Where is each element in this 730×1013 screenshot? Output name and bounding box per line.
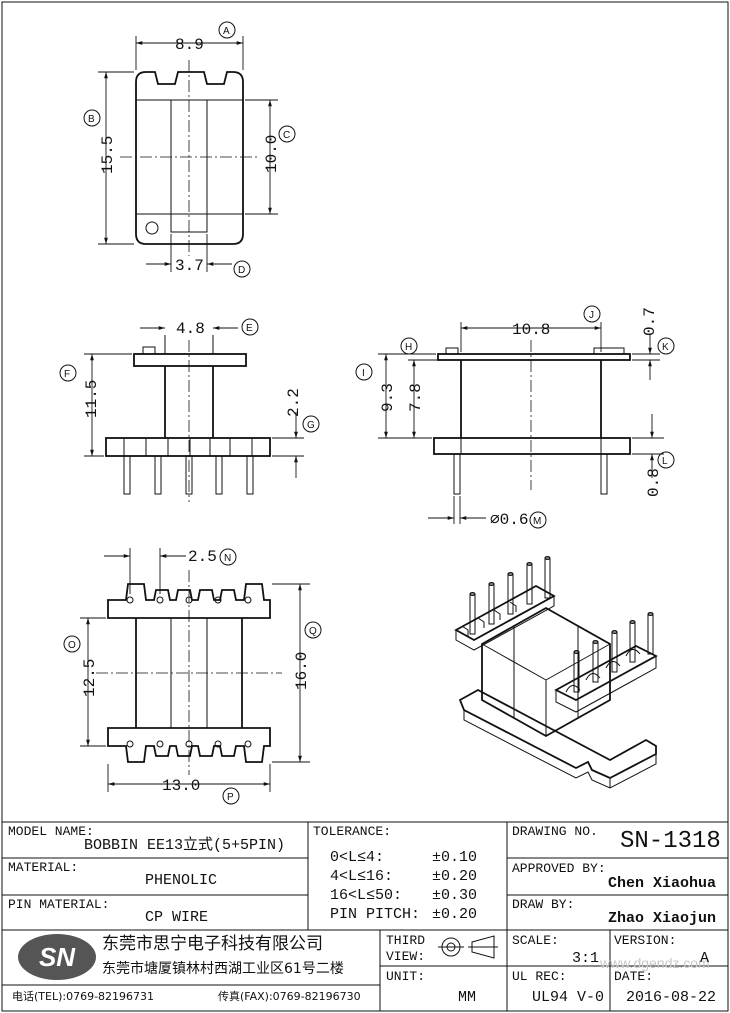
tol-value-1: ±0.10 <box>432 849 478 866</box>
ul-value: UL94 V-0 <box>532 989 605 1006</box>
isometric-view <box>454 556 658 789</box>
ul-label: UL REC: <box>512 969 567 984</box>
version-label: VERSION: <box>614 933 677 948</box>
dim-bottom-width: 13.0 <box>162 777 200 795</box>
dim-bottom-inner: 12.5 <box>81 659 99 697</box>
company-tel: 电话(TEL):0769-82196731 <box>12 990 155 1003</box>
top-view: 8.9 15.5 10.0 3.7 A B C D <box>83 21 296 278</box>
dim-bottom-pitch: 2.5 <box>188 548 217 566</box>
tol-range-1: 0<L≤4: <box>330 849 385 866</box>
pin-material-label: PIN MATERIAL: <box>8 897 110 912</box>
version-value: A <box>700 950 710 967</box>
date-value: 2016-08-22 <box>626 989 717 1006</box>
tag-C: C <box>283 130 290 141</box>
company-fax: 传真(FAX):0769-82196730 <box>218 990 361 1003</box>
dim-top-length: 15.5 <box>99 136 117 174</box>
title-block-grid <box>2 821 728 1011</box>
tag-F: F <box>64 369 70 380</box>
tag-M: M <box>533 516 541 527</box>
bottom-view: 2.5 12.5 16.0 13.0 N O Q P <box>63 548 322 805</box>
drawing-no-label: DRAWING NO. <box>512 824 598 839</box>
unit-value: MM <box>458 989 477 1006</box>
tag-B: B <box>88 114 95 125</box>
tol-range-2: 4<L≤16: <box>330 868 394 885</box>
draw-label: DRAW BY: <box>512 897 575 912</box>
side-view: 4.8 11.5 2.2 E F G <box>59 318 320 502</box>
dim-front-height: 9.3 <box>379 383 397 412</box>
tag-O: O <box>68 640 76 651</box>
third-view-label-1: THIRD <box>386 933 426 948</box>
tag-H: H <box>405 342 412 353</box>
date-label: DATE: <box>614 969 654 984</box>
material-label: MATERIAL: <box>8 860 79 875</box>
tag-K: K <box>662 342 669 353</box>
tag-J: J <box>589 310 594 321</box>
model-label: MODEL NAME: <box>8 824 94 839</box>
tol-value-3: ±0.30 <box>432 887 478 904</box>
third-view-label-2: VIEW: <box>386 949 426 964</box>
tolerance-label: TOLERANCE: <box>313 824 392 839</box>
unit-label: UNIT: <box>386 969 426 984</box>
tag-P: P <box>227 792 234 803</box>
scale-value: 3:1 <box>572 950 600 967</box>
tag-I: I <box>362 368 365 379</box>
tag-D: D <box>238 265 245 276</box>
watermark: www.dgendz.com <box>599 955 710 971</box>
tol-range-3: 16<L≤50: <box>330 887 403 904</box>
tag-L: L <box>662 456 668 467</box>
dim-top-inner: 10.0 <box>263 135 281 173</box>
scale-label: SCALE: <box>512 933 559 948</box>
tag-E: E <box>246 323 253 334</box>
company-address: 东莞市塘厦镇林村西湖工业区61号二楼 <box>102 961 344 977</box>
company-name: 东莞市思宁电子科技有限公司 <box>102 934 323 954</box>
approved-label: APPROVED BY: <box>512 861 606 876</box>
dim-front-pin: ⌀0.6 <box>490 511 528 529</box>
approved-by: Chen Xiaohua <box>608 875 717 892</box>
tol-value-4: ±0.20 <box>432 906 478 923</box>
tag-A: A <box>223 26 230 37</box>
dim-front-top-flange: 0.7 <box>641 307 659 336</box>
dim-side-height: 11.5 <box>83 380 101 418</box>
draw-by: Zhao Xiaojun <box>608 910 717 927</box>
dim-bottom-length: 16.0 <box>293 652 311 690</box>
dim-front-bottom-flange: 0.8 <box>645 468 663 497</box>
company-logo: SN <box>18 934 96 980</box>
dim-front-inner: 7.8 <box>407 383 425 412</box>
model-value: BOBBIN EE13立式(5+5PIN) <box>84 837 286 854</box>
dim-top-width: 8.9 <box>175 36 204 54</box>
tag-Q: Q <box>309 626 317 637</box>
dim-side-flange: 2.2 <box>285 388 303 417</box>
front-view: 10.8 0.7 9.3 7.8 0.8 ⌀0.6 H I J K L M <box>355 305 675 529</box>
dim-front-length: 10.8 <box>512 321 550 339</box>
pin-material-value: CP WIRE <box>145 909 209 926</box>
tol-range-4: PIN PITCH: <box>330 906 421 923</box>
drawing-no: SN-1318 <box>620 828 721 855</box>
tag-N: N <box>224 553 231 564</box>
tol-value-2: ±0.20 <box>432 868 478 885</box>
tag-G: G <box>307 420 315 431</box>
dim-top-slot: 3.7 <box>175 257 204 275</box>
material-value: PHENOLIC <box>145 872 218 889</box>
dim-side-width: 4.8 <box>176 320 205 338</box>
